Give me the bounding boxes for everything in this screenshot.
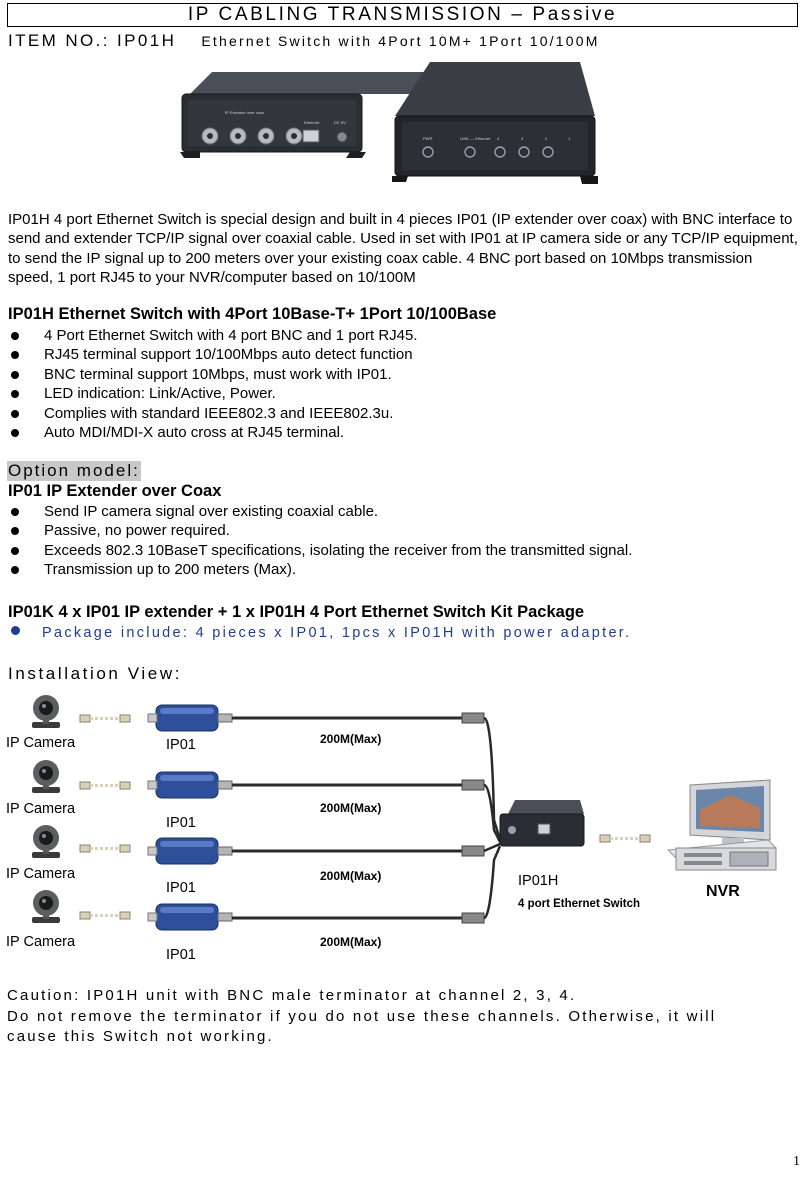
- nvr-device: NVR: [666, 779, 778, 900]
- caution-line: Caution: IP01H unit with BNC male termin…: [7, 987, 577, 1004]
- bullet-icon: [11, 626, 20, 635]
- distance-label: 200M(Max): [320, 801, 381, 815]
- list-item: Transmission up to 200 meters (Max).: [8, 560, 632, 579]
- page-number: 1: [793, 1154, 800, 1169]
- caution-line: Do not remove the terminator if you do n…: [7, 1007, 717, 1025]
- led-number: 4: [497, 136, 500, 141]
- option-section: IP01 IP Extender over Coax Send IP camer…: [8, 482, 632, 580]
- front-label: IP Extender over coax: [225, 110, 264, 115]
- extender-label: IP01: [166, 737, 196, 753]
- item-description: Ethernet Switch with 4Port 10M+ 1Port 10…: [201, 33, 600, 49]
- product-photos: IP Extender over coax Ethernet DC 5V PWR…: [180, 62, 598, 184]
- camera-row-4: IP Camera IP01 200M(Max): [6, 890, 485, 963]
- switch-label: IP01H: [518, 873, 558, 889]
- pwr-label: PWR: [423, 136, 432, 141]
- link-label: LINK — Ethernet: [460, 136, 491, 141]
- extender-label: IP01: [166, 815, 196, 831]
- package-text: Package include: 4 pieces x IP01, 1pcs x…: [42, 625, 632, 641]
- list-item: Auto MDI/MDI-X auto cross at RJ45 termin…: [8, 423, 496, 442]
- ethernet-label: Ethernet: [304, 120, 320, 125]
- installation-diagram: IP Camera IP01 200M(Max) IP Camera IP01 …: [6, 695, 778, 963]
- led-number: 3: [521, 136, 524, 141]
- led-number: 2: [545, 136, 548, 141]
- features-list: 4 Port Ethernet Switch with 4 port BNC a…: [8, 326, 496, 442]
- page-title: IP CABLING TRANSMISSION – Passive: [7, 3, 798, 27]
- list-item: BNC terminal support 10Mbps, must work w…: [8, 365, 496, 384]
- option-model-label: Option model:: [7, 461, 141, 481]
- distance-label: 200M(Max): [320, 869, 381, 883]
- package-line: Package include: 4 pieces x IP01, 1pcs x…: [8, 625, 631, 641]
- camera-label: IP Camera: [6, 801, 76, 817]
- list-item: Complies with standard IEEE802.3 and IEE…: [8, 404, 496, 423]
- camera-row-2: IP Camera IP01 200M(Max): [6, 760, 485, 831]
- list-item: RJ45 terminal support 10/100Mbps auto de…: [8, 345, 496, 364]
- list-item: Exceeds 802.3 10BaseT specifications, is…: [8, 541, 632, 560]
- switch-sub-label: 4 port Ethernet Switch: [518, 898, 640, 910]
- led-number: 1: [568, 136, 571, 141]
- list-item: Send IP camera signal over existing coax…: [8, 502, 632, 521]
- caution-line: cause this Switch not working.: [7, 1028, 274, 1045]
- camera-label: IP Camera: [6, 735, 76, 751]
- features-heading: IP01H Ethernet Switch with 4Port 10Base-…: [8, 305, 497, 323]
- features-section: IP01H Ethernet Switch with 4Port 10Base-…: [8, 305, 496, 442]
- ip01h-front-photo: PWR LINK — Ethernet 4 3 2 1: [392, 62, 598, 184]
- item-number: ITEM NO.: IP01H: [8, 31, 177, 50]
- list-item: Passive, no power required.: [8, 521, 632, 540]
- distance-label: 200M(Max): [320, 935, 381, 949]
- intro-paragraph: IP01H 4 port Ethernet Switch is special …: [8, 211, 798, 287]
- option-list: Send IP camera signal over existing coax…: [8, 502, 632, 580]
- extender-label: IP01: [166, 880, 196, 896]
- distance-label: 200M(Max): [320, 732, 381, 746]
- nvr-label: NVR: [706, 883, 740, 900]
- ip01h-switch: IP01H 4 port Ethernet Switch: [499, 800, 640, 910]
- option-heading: IP01 IP Extender over Coax: [8, 482, 222, 500]
- camera-label: IP Camera: [6, 934, 76, 950]
- dc-label: DC 5V: [334, 120, 346, 125]
- list-item: 4 Port Ethernet Switch with 4 port BNC a…: [8, 326, 496, 345]
- extender-label: IP01: [166, 947, 196, 963]
- camera-label: IP Camera: [6, 866, 76, 882]
- item-number-line: ITEM NO.: IP01H Ethernet Switch with 4Po…: [8, 31, 600, 51]
- list-item: LED indication: Link/Active, Power.: [8, 384, 496, 403]
- installation-heading: Installation View:: [8, 664, 183, 683]
- ip01h-rear-photo: IP Extender over coax Ethernet DC 5V: [180, 72, 535, 158]
- caution-block: Caution: IP01H unit with BNC male termin…: [7, 986, 716, 1048]
- kit-heading: IP01K 4 x IP01 IP extender + 1 x IP01H 4…: [8, 603, 585, 621]
- camera-row-1: IP Camera IP01 200M(Max): [6, 695, 485, 753]
- camera-row-3: IP Camera IP01 200M(Max): [6, 825, 485, 896]
